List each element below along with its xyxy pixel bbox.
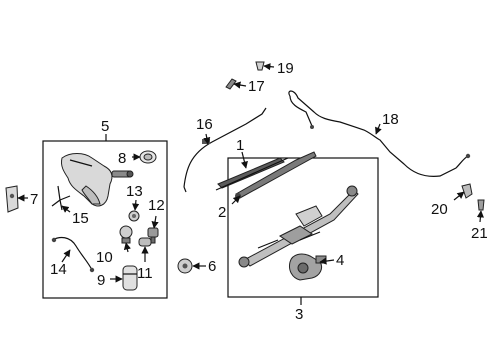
- wiper-blade: [215, 157, 289, 191]
- callout-1: 1: [236, 137, 244, 154]
- mounting-bracket: [5, 185, 19, 213]
- pump-seal: [138, 237, 152, 247]
- callout-21: 21: [471, 225, 488, 242]
- pump-motor: [122, 265, 138, 291]
- hose-fitting: [477, 199, 485, 211]
- callout-6: 6: [208, 258, 216, 275]
- callout-17: 17: [248, 78, 265, 95]
- callout-11: 11: [137, 265, 153, 282]
- callout-12: 12: [148, 197, 165, 214]
- callout-14: 14: [50, 261, 67, 278]
- wiper-linkage: [238, 185, 359, 268]
- callout-10: 10: [96, 249, 113, 266]
- callout-8: 8: [118, 150, 126, 167]
- callout-4: 4: [336, 252, 344, 269]
- wiper-motor: [289, 253, 327, 281]
- hose-connector: [51, 185, 71, 211]
- rear-washer-hose: [288, 90, 471, 177]
- callout-15: 15: [72, 210, 89, 227]
- callout-16: 16: [196, 116, 213, 133]
- reservoir-cap: [139, 150, 157, 164]
- washer-reservoir: [61, 153, 134, 207]
- callout-5: 5: [101, 118, 109, 135]
- retainer-clip: [255, 61, 265, 71]
- callout-13: 13: [126, 183, 143, 200]
- washer-hose: [51, 236, 95, 273]
- pump-grommet: [128, 210, 140, 222]
- callout-18: 18: [382, 111, 399, 128]
- callout-7: 7: [30, 191, 38, 208]
- callout-19: 19: [277, 60, 294, 77]
- callout-20: 20: [431, 201, 448, 218]
- leader-lines: [17, 63, 484, 283]
- callout-3: 3: [295, 306, 303, 323]
- callout-2: 2: [218, 204, 226, 221]
- washer-group-box: [42, 140, 168, 299]
- callout-9: 9: [97, 272, 105, 289]
- wiper-grommet: [177, 258, 193, 274]
- hose-clip: [225, 78, 237, 90]
- washer-pump: [119, 225, 133, 244]
- rear-washer-nozzle: [461, 183, 473, 199]
